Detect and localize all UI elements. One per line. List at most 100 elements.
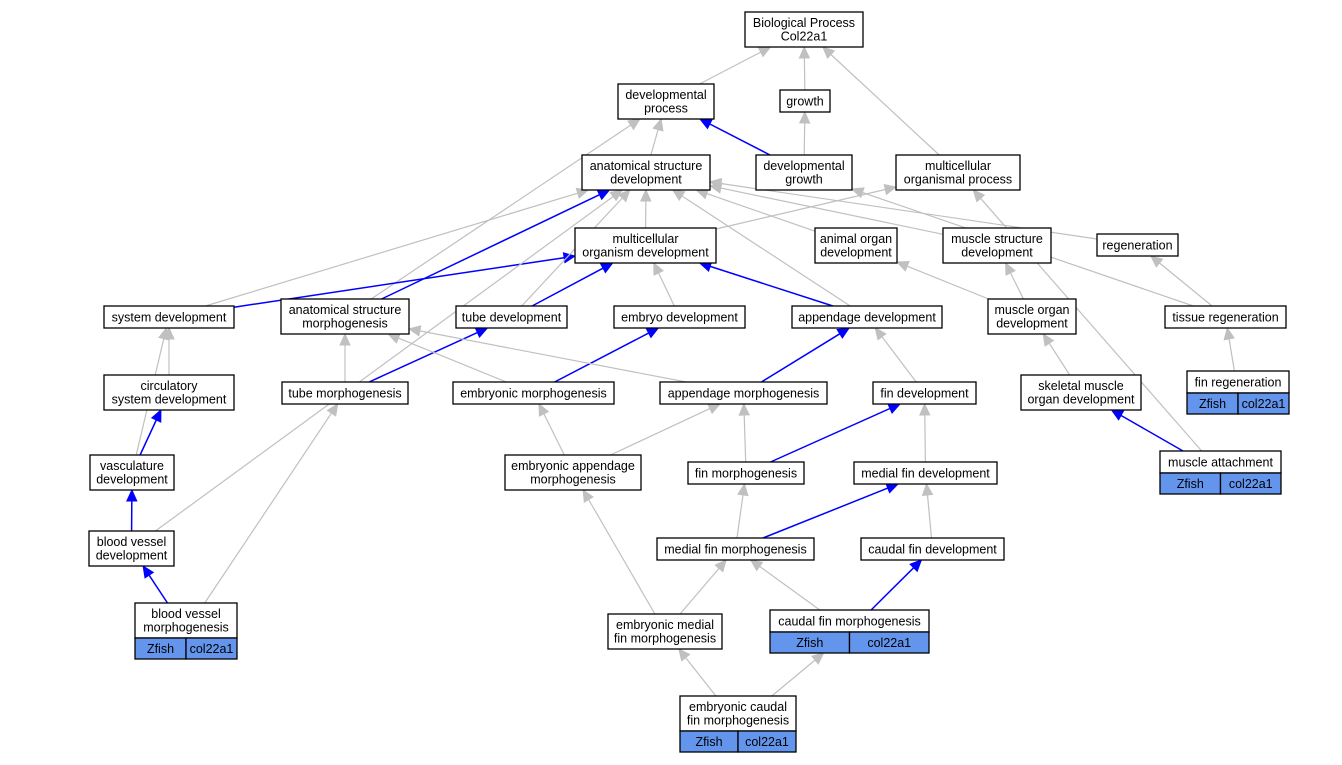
edge-bvm-to-bvd [142, 564, 169, 604]
term-label: morphogenesis [302, 317, 387, 331]
term-label: vasculature [100, 459, 164, 473]
arrowhead [1005, 261, 1016, 276]
term-label: muscle attachment [1168, 455, 1273, 469]
term-box [814, 227, 898, 264]
edge-mod-to-mop [715, 183, 898, 230]
term-label: skeletal muscle [1038, 379, 1123, 393]
term-node-finmorph[interactable]: fin morphogenesis [687, 461, 805, 485]
term-box [1020, 374, 1142, 411]
arrowhead [474, 327, 489, 339]
term-node-appdev[interactable]: appendage development [791, 305, 943, 329]
term-label: animal organ [820, 232, 892, 246]
term-box [687, 461, 805, 485]
term-box [1096, 233, 1179, 257]
edge-line [398, 337, 507, 383]
term-label: anatomical structure [590, 159, 703, 173]
arrowhead [836, 327, 851, 339]
edge-line [368, 331, 478, 383]
edge-muscorg-to-msd [1005, 261, 1024, 300]
term-node-medfindev[interactable]: medial fin development [853, 461, 998, 485]
edge-line [543, 413, 565, 456]
gene-cell [737, 730, 797, 753]
edge-line [803, 122, 806, 156]
term-node-regen[interactable]: regeneration [1096, 233, 1179, 257]
term-label: multicellular [613, 232, 679, 246]
term-node-findev[interactable]: fin development [872, 381, 977, 405]
edge-tubedev-to-mod [531, 262, 614, 307]
gene-cell [848, 631, 930, 654]
arrowhead [798, 45, 811, 59]
arrowhead [909, 559, 923, 573]
edge-muscorg-to-aod [895, 260, 989, 300]
arrowhead [1110, 409, 1125, 421]
term-box [280, 298, 410, 335]
term-node-tubedev[interactable]: tube development [455, 305, 568, 329]
term-node-tubemorph[interactable]: tube morphogenesis [281, 381, 409, 405]
term-label: embryonic medial [616, 618, 714, 632]
edge-line [830, 54, 940, 156]
term-label: muscle structure [951, 232, 1043, 246]
term-box [942, 227, 1052, 264]
arrowhead [627, 118, 641, 131]
arrowhead [1149, 255, 1164, 268]
term-node-appmorph[interactable]: appendage morphogenesis [659, 381, 828, 405]
term-node-tissregen[interactable]: tissue regeneration [1164, 305, 1287, 329]
arrowhead [738, 402, 750, 416]
term-node-embdev[interactable]: embryo development [613, 305, 746, 329]
term-node-sysdev[interactable]: system development [103, 305, 235, 329]
arrowhead [158, 326, 170, 341]
term-node-embmorph[interactable]: embryonic morphogenesis [452, 381, 615, 405]
edge-bvm-to-tubemorph [204, 402, 339, 604]
term-label: organism development [582, 246, 709, 260]
edge-finregen-to-tissregen [1223, 326, 1235, 372]
term-box [679, 695, 797, 732]
edge-line [1228, 338, 1235, 372]
term-node-growth[interactable]: growth [779, 89, 831, 113]
term-label: process [644, 102, 688, 116]
term-box [853, 461, 998, 485]
arrowhead [582, 488, 594, 503]
term-box [744, 11, 864, 48]
term-box [617, 83, 715, 120]
edge-sysdev-to-asd [205, 187, 590, 307]
edge-bvd-to-asd [155, 189, 624, 532]
term-label: blood vessel [97, 535, 167, 549]
edge-line [205, 192, 578, 307]
arrowhead [919, 402, 931, 416]
edge-medfinmorph-to-medfindev [762, 482, 900, 539]
term-box [791, 305, 943, 329]
gene-cell [185, 637, 238, 660]
term-node-medfinmorph[interactable]: medial fin morphogenesis [656, 537, 815, 561]
term-node-caudfindev[interactable]: caudal fin development [860, 537, 1005, 561]
arrowhead [883, 183, 898, 196]
arrowhead [921, 482, 934, 496]
edge-line [588, 499, 656, 615]
edge-tubemorph-to-tubedev [368, 327, 489, 383]
edge-line [139, 419, 157, 456]
edge-line [761, 333, 841, 383]
arrowhead [895, 260, 910, 272]
arrowhead [640, 188, 652, 202]
edge-bvd-to-vasc [126, 488, 138, 532]
